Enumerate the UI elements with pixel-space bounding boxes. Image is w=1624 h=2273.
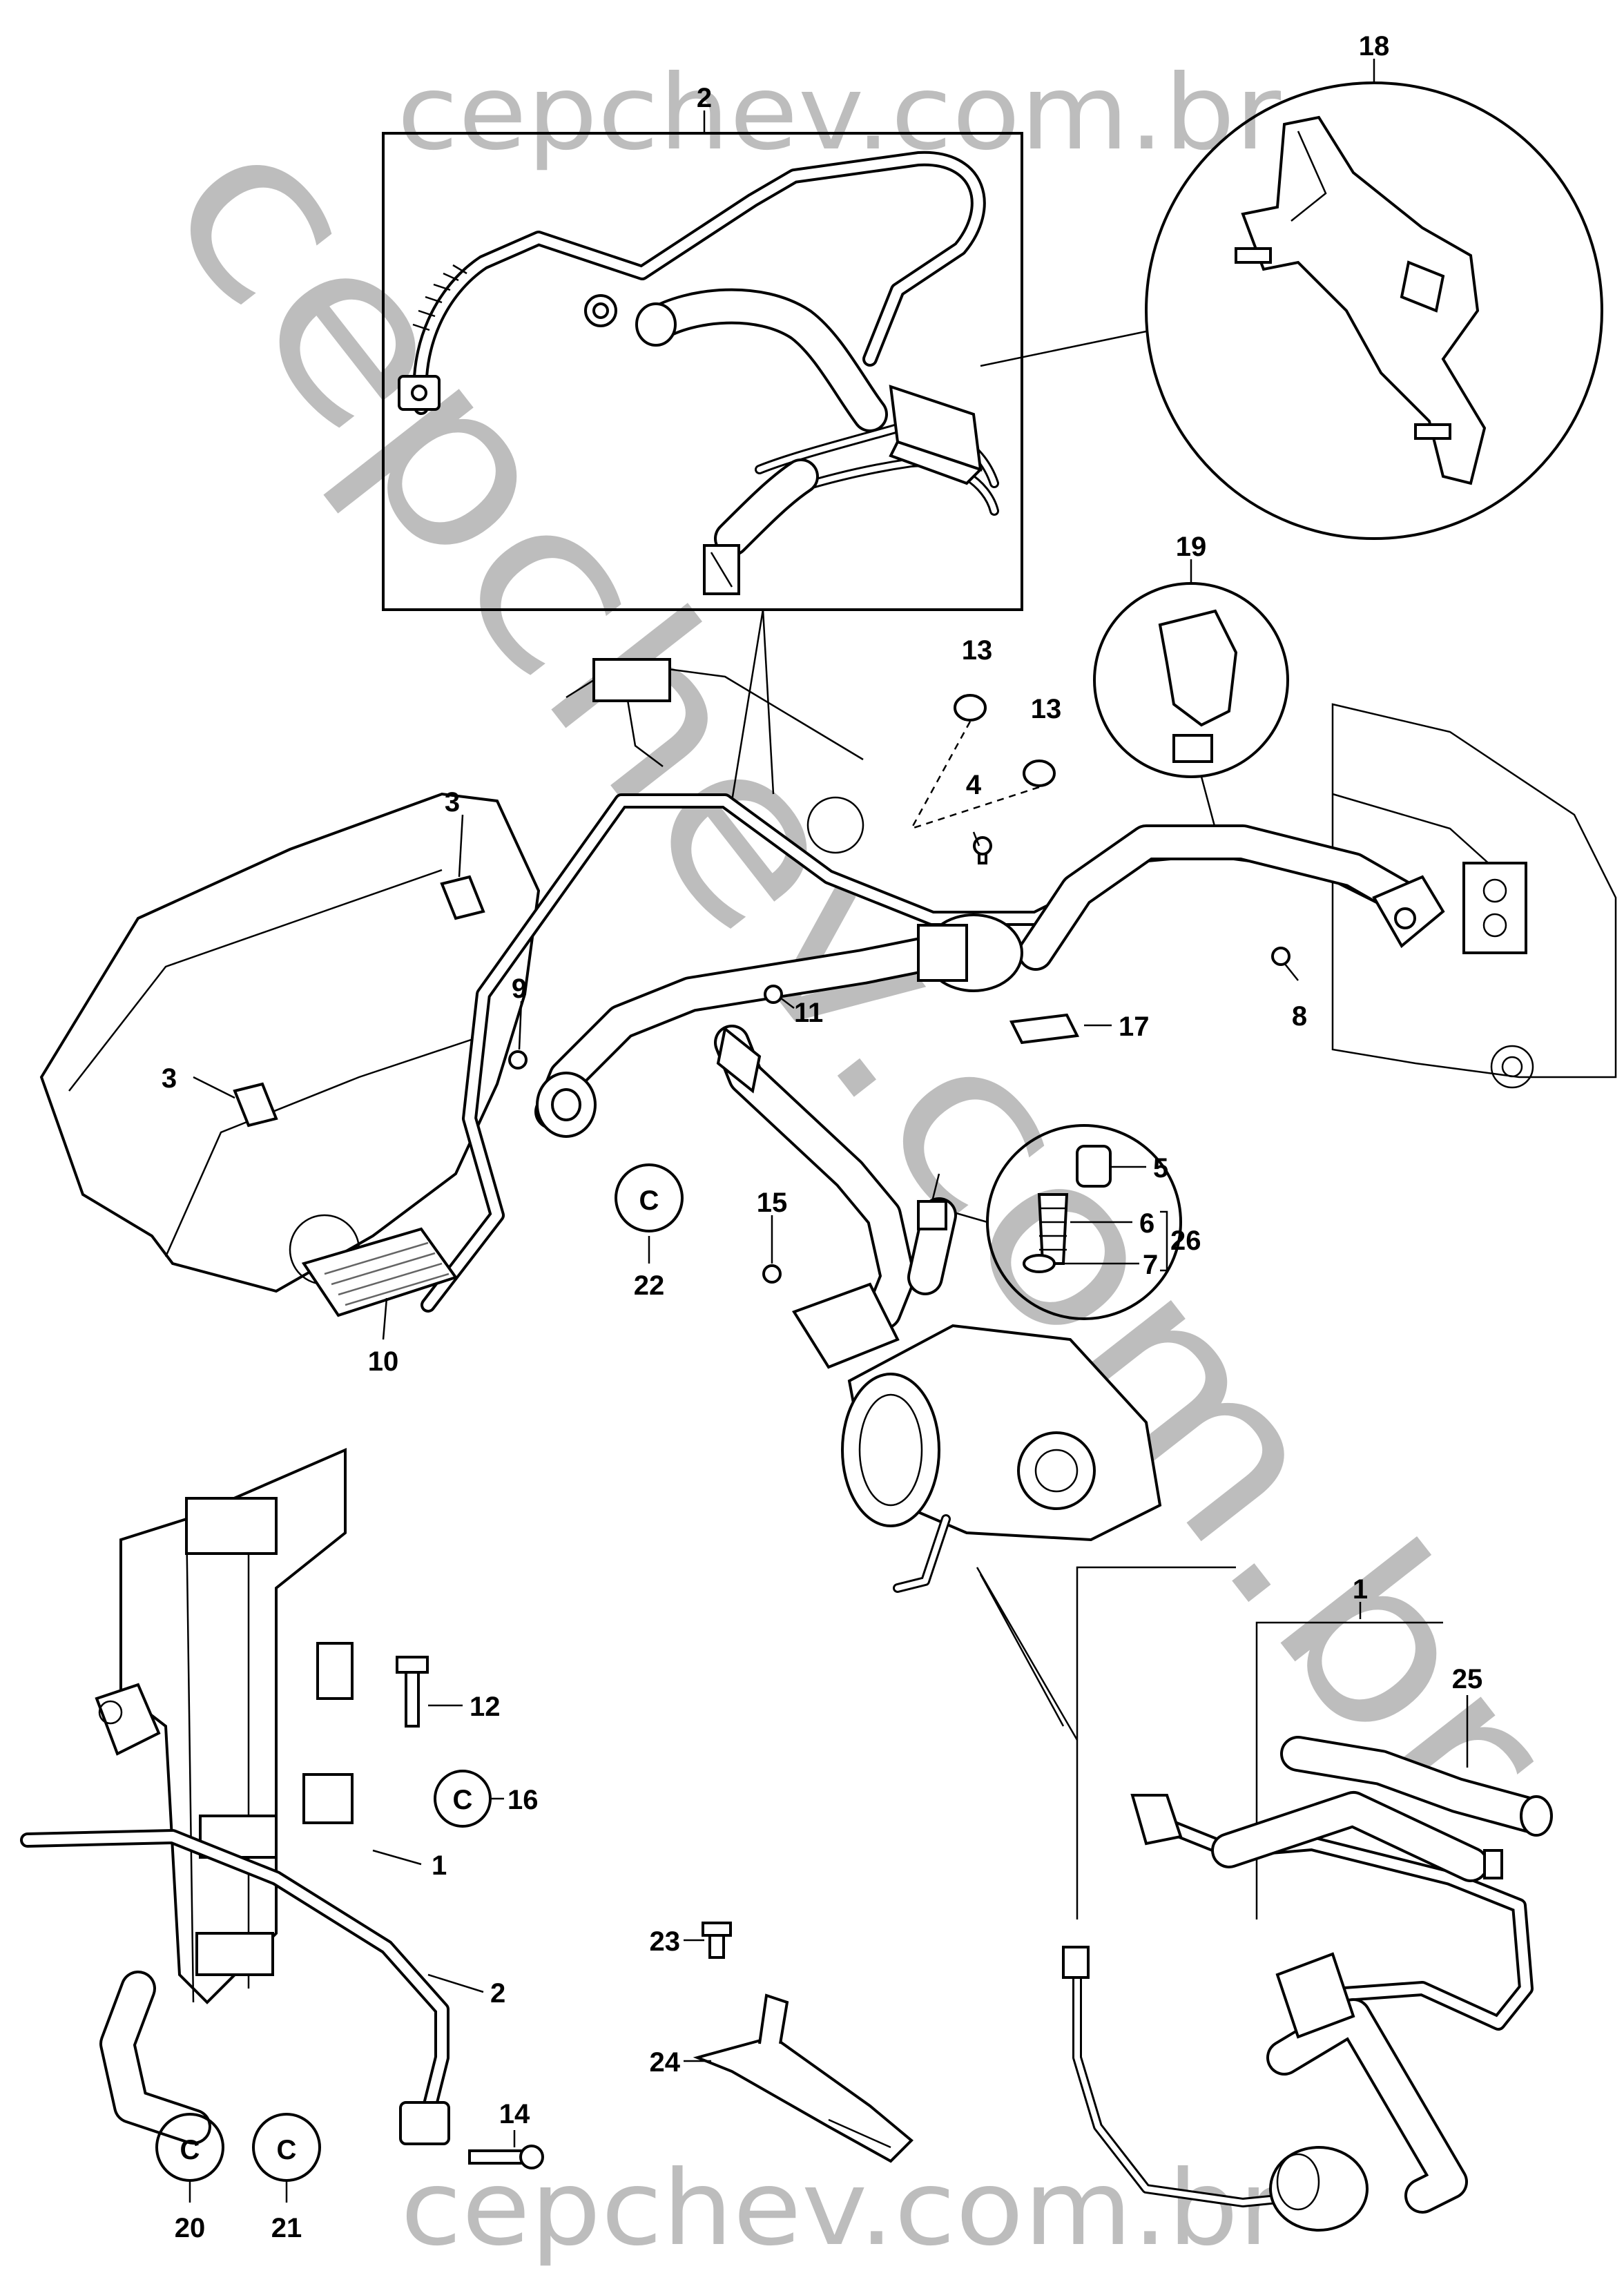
callout-5: 5 <box>1153 1153 1168 1183</box>
callout-labels: 2 18 19 13 13 4 3 3 9 11 17 8 5 6 7 26 1… <box>162 31 1482 2243</box>
condenser-assembly <box>20 1447 544 2169</box>
callout-3a: 3 <box>445 787 460 818</box>
seal-22-icon: C <box>615 1163 684 1232</box>
svg-text:C: C <box>453 1785 473 1815</box>
callout-17: 17 <box>1119 1012 1150 1042</box>
watermark-top: cepchev.com.br <box>397 53 1281 173</box>
watermark-bottom: cepchev.com.br <box>400 2149 1284 2269</box>
callout-21: 21 <box>271 2213 302 2243</box>
callout-15: 15 <box>757 1188 788 1218</box>
hose-assembly-1 <box>976 1566 1553 2232</box>
callout-7: 7 <box>1143 1250 1158 1280</box>
svg-text:C: C <box>639 1186 659 1216</box>
callout-16: 16 <box>508 1785 539 1815</box>
leader-lines <box>188 814 1299 2203</box>
detail-circle-19 <box>1093 559 1289 829</box>
callout-18: 18 <box>1359 31 1390 61</box>
seal-20-icon: C <box>155 2113 224 2182</box>
bracket-24-bolt-23 <box>693 1922 914 2163</box>
callout-8: 8 <box>1292 1001 1307 1032</box>
callout-24: 24 <box>650 2047 681 2078</box>
callout-2-top: 2 <box>697 83 712 113</box>
callout-26: 26 <box>1170 1226 1201 1256</box>
callout-4: 4 <box>966 770 982 800</box>
svg-text:C: C <box>277 2135 297 2165</box>
callout-22: 22 <box>634 1270 665 1301</box>
compressor <box>791 1282 1162 1593</box>
callout-12: 12 <box>470 1692 501 1722</box>
callout-3b: 3 <box>162 1063 177 1094</box>
seal-21-icon: C <box>252 2113 321 2182</box>
callout-9: 9 <box>512 974 527 1004</box>
callout-20: 20 <box>175 2213 206 2243</box>
callout-6: 6 <box>1139 1208 1154 1239</box>
callout-13b: 13 <box>1031 694 1062 724</box>
engine-bay-scene <box>39 658 1617 1593</box>
callout-2b: 2 <box>490 1978 505 2009</box>
callout-13a: 13 <box>962 635 993 666</box>
callout-10: 10 <box>368 1346 399 1377</box>
inset-detail-2 <box>382 110 1147 802</box>
callout-25: 25 <box>1452 1664 1483 1694</box>
detail-circle-18 <box>1145 59 1603 540</box>
callout-19: 19 <box>1176 532 1207 562</box>
callout-1b: 1 <box>1353 1574 1368 1605</box>
svg-text:C: C <box>180 2135 200 2165</box>
callout-1a: 1 <box>432 1850 447 1881</box>
seal-16-icon: C <box>434 1770 492 1828</box>
callout-14: 14 <box>499 2099 530 2129</box>
callout-11: 11 <box>794 998 823 1028</box>
callout-23: 23 <box>650 1926 681 1957</box>
